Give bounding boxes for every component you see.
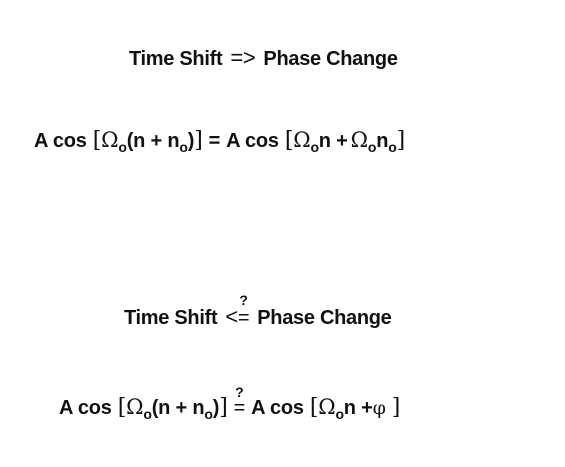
lhs-paren-close: ): [212, 397, 220, 419]
question-equals-symbol: ?=: [233, 385, 246, 419]
lhs-amplitude-cos: A cos: [59, 397, 112, 419]
implies-operator: =>: [230, 45, 256, 70]
equals-under-question: =: [237, 307, 250, 329]
equation-time-shift-identity: A cos[Ωo(n + no)]=A cos[Ωon +Ωono]: [34, 128, 406, 155]
equals-under-question: =: [233, 397, 246, 419]
question-equals-symbol: ?=: [237, 293, 250, 329]
question-mark: ?: [235, 384, 244, 400]
rhs-close-bracket: ]: [391, 395, 401, 420]
heading-right-text: Phase Change: [263, 48, 398, 70]
lhs-omega-subscript: o: [118, 139, 127, 155]
rhs-n-plus: n +: [343, 397, 373, 419]
rhs-omega-symbol: Ω: [318, 395, 336, 419]
lhs-amplitude-cos: A cos: [34, 130, 87, 152]
rhs-amplitude-cos: A cos: [251, 397, 304, 419]
rhs-n-plus: n +: [318, 130, 348, 152]
rhs-open-bracket: [: [309, 395, 319, 420]
question-mark: ?: [239, 292, 248, 308]
rhs-omega-subscript: o: [310, 139, 319, 155]
lhs-n-subscript: o: [179, 139, 188, 155]
rhs-amplitude-cos: A cos: [226, 130, 279, 152]
lhs-open-bracket: [: [117, 395, 127, 420]
rhs-omega-subscript-2: o: [367, 139, 377, 155]
lhs-paren-close: ): [187, 130, 195, 152]
heading-left-text: Time Shift: [124, 307, 218, 329]
rhs-omega-symbol-2: Ω: [350, 128, 368, 152]
equals-sign: =: [208, 130, 221, 152]
lhs-paren-content: (n + n: [126, 130, 180, 152]
lhs-open-bracket: [: [92, 128, 102, 153]
less-than-sign: <: [225, 304, 238, 329]
lhs-omega-subscript: o: [143, 406, 152, 422]
rhs-omega-subscript: o: [335, 406, 344, 422]
rhs-omega-symbol: Ω: [293, 128, 311, 152]
phase-phi-symbol: φ: [372, 397, 386, 419]
equation-phase-question: A cos[Ωo(n + no)]?=A cos[Ωon +φ]: [59, 385, 401, 422]
rhs-n: n: [376, 130, 389, 152]
lhs-close-bracket: ]: [219, 395, 228, 420]
lhs-n-subscript: o: [204, 406, 213, 422]
heading-time-shift-question-phase-change: Time Shift<?=Phase Change: [124, 293, 392, 329]
rhs-n-subscript: o: [388, 139, 397, 155]
lhs-paren-content: (n + n: [151, 397, 205, 419]
rhs-open-bracket: [: [284, 128, 294, 153]
heading-right-text: Phase Change: [257, 307, 392, 329]
lhs-omega-symbol: Ω: [126, 395, 144, 419]
heading-time-shift-implies-phase-change: Time Shift => Phase Change: [129, 45, 398, 70]
rhs-close-bracket: ]: [396, 128, 406, 153]
lhs-close-bracket: ]: [194, 128, 203, 153]
heading-left-text: Time Shift: [129, 48, 223, 70]
lhs-omega-symbol: Ω: [101, 128, 119, 152]
question-operator: <?=: [217, 293, 257, 329]
